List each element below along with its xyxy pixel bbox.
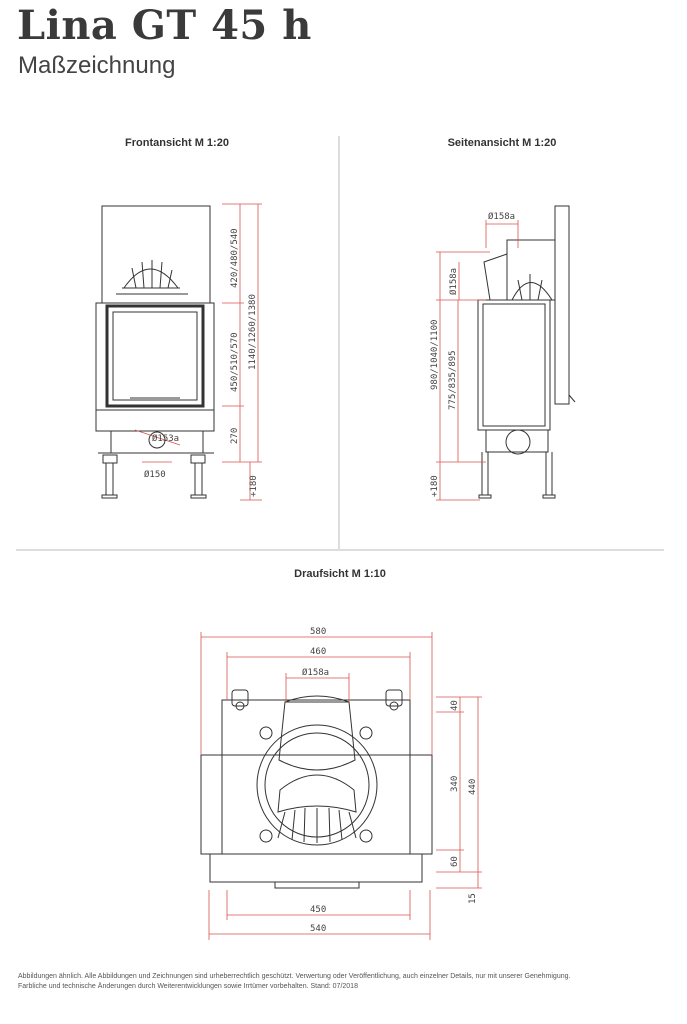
front-dim-window: 450/510/570 bbox=[230, 332, 240, 392]
front-window-frame bbox=[105, 304, 205, 408]
top-flue-collar bbox=[278, 701, 356, 771]
side-lower bbox=[485, 429, 549, 453]
side-view-label: Seitenansicht M 1:20 bbox=[447, 137, 557, 149]
side-flue-collar bbox=[483, 253, 508, 301]
side-left-foot bbox=[478, 494, 492, 499]
top-dim-60: 60 bbox=[450, 856, 460, 867]
front-right-foot bbox=[190, 494, 207, 499]
front-view-dimensions bbox=[134, 203, 262, 501]
front-dim-feet: +180 bbox=[249, 475, 259, 497]
top-front-plate bbox=[209, 853, 423, 883]
top-dim-40: 40 bbox=[450, 700, 460, 711]
top-view-label: Draufsicht M 1:10 bbox=[294, 568, 386, 580]
side-right-foot bbox=[542, 494, 556, 499]
side-view-drawing bbox=[477, 205, 576, 499]
side-body bbox=[477, 299, 551, 431]
top-dim-450: 450 bbox=[310, 905, 326, 915]
page-subtitle: Maßzeichnung bbox=[18, 52, 176, 79]
side-view-dimensions bbox=[436, 220, 519, 501]
side-outlet bbox=[505, 429, 531, 455]
side-wall bbox=[554, 205, 570, 405]
side-dim-overall: 980/1040/1100 bbox=[430, 320, 440, 390]
front-dim-top: 420/480/540 bbox=[230, 228, 240, 288]
front-dim-lower: 270 bbox=[230, 428, 240, 444]
front-left-foot bbox=[101, 494, 118, 499]
footer-line-1: Abbildungen ähnlich. Alle Abbildungen un… bbox=[18, 973, 571, 980]
top-dim-340: 340 bbox=[450, 776, 460, 792]
front-view-label: Frontansicht M 1:20 bbox=[125, 137, 229, 149]
front-dim-overall: 1140/1260/1380 bbox=[248, 294, 258, 370]
front-dome bbox=[123, 268, 179, 289]
top-dim-540: 540 bbox=[310, 924, 326, 934]
top-firebox bbox=[221, 699, 411, 855]
top-dim-440: 440 bbox=[468, 779, 478, 795]
top-dim-15: 15 bbox=[468, 893, 478, 904]
side-dim-flue-side: Ø158a bbox=[448, 268, 459, 295]
top-dim-580: 580 bbox=[310, 627, 326, 637]
top-right-bracket bbox=[385, 689, 403, 707]
front-window-glass bbox=[112, 311, 198, 401]
front-body bbox=[95, 302, 215, 432]
top-dim-flue: Ø158a bbox=[302, 667, 329, 678]
top-dim-460: 460 bbox=[310, 647, 326, 657]
front-dim-outlet: Ø153a bbox=[152, 433, 179, 444]
top-rib-block bbox=[277, 774, 357, 813]
top-view-dimensions bbox=[200, 632, 482, 940]
front-dim-flue: Ø150 bbox=[144, 469, 166, 480]
page-title: Lina GT 45 h bbox=[17, 2, 312, 49]
side-dim-feet: +180 bbox=[430, 475, 440, 497]
side-dim-flue-top: Ø158a bbox=[488, 211, 515, 222]
top-view-drawing bbox=[200, 689, 433, 889]
front-view-drawing bbox=[95, 205, 215, 499]
top-left-bracket bbox=[231, 689, 249, 707]
side-dome bbox=[511, 282, 553, 301]
top-convection-ring bbox=[256, 724, 378, 846]
footer-line-2: Farbliche und technische Änderungen durc… bbox=[18, 983, 358, 990]
top-handle bbox=[274, 881, 360, 889]
footer-disclaimer: Abbildungen ähnlich. Alle Abbildungen un… bbox=[18, 972, 668, 992]
side-dim-body: 775/835/895 bbox=[448, 350, 458, 410]
side-flue-housing bbox=[506, 239, 556, 301]
